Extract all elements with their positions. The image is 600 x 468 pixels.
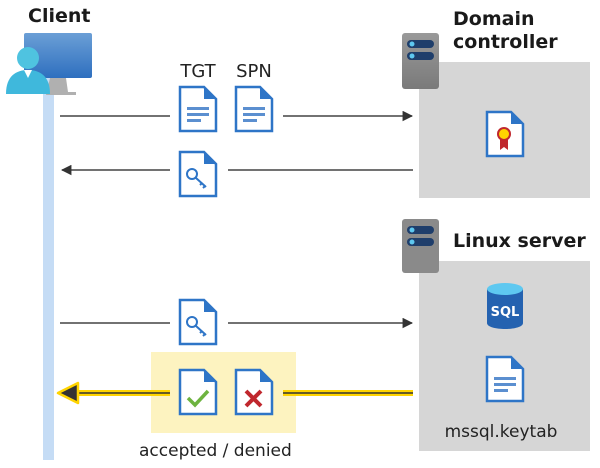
linux-server-icon bbox=[402, 219, 439, 273]
accepted-document-icon bbox=[178, 368, 218, 416]
key-ticket-document-icon bbox=[178, 150, 218, 198]
domain-controller-title: Domain controller bbox=[453, 8, 558, 54]
service-ticket-key-document-icon bbox=[178, 298, 218, 346]
spn-label: SPN bbox=[236, 61, 272, 82]
result-arrowhead bbox=[56, 381, 80, 405]
tgt-document-icon bbox=[178, 85, 218, 133]
client-lifeline bbox=[43, 78, 54, 460]
client-title: Client bbox=[28, 5, 91, 27]
keytab-file-icon bbox=[485, 355, 525, 403]
domain-controller-server-icon bbox=[402, 33, 439, 89]
domain-controller-title-line1: Domain bbox=[453, 8, 535, 30]
sql-database-icon: SQL bbox=[487, 283, 523, 329]
domain-controller-title-line2: controller bbox=[453, 31, 558, 53]
linux-server-title: Linux server bbox=[453, 230, 586, 252]
spn-document-icon bbox=[234, 85, 274, 133]
certificate-icon bbox=[485, 110, 525, 158]
denied-document-icon bbox=[234, 368, 274, 416]
sql-label: SQL bbox=[491, 305, 520, 320]
tgt-label: TGT bbox=[180, 61, 216, 82]
keytab-label: mssql.keytab bbox=[444, 422, 558, 442]
result-label: accepted / denied bbox=[139, 441, 292, 461]
client-computer-user-icon bbox=[6, 33, 92, 95]
